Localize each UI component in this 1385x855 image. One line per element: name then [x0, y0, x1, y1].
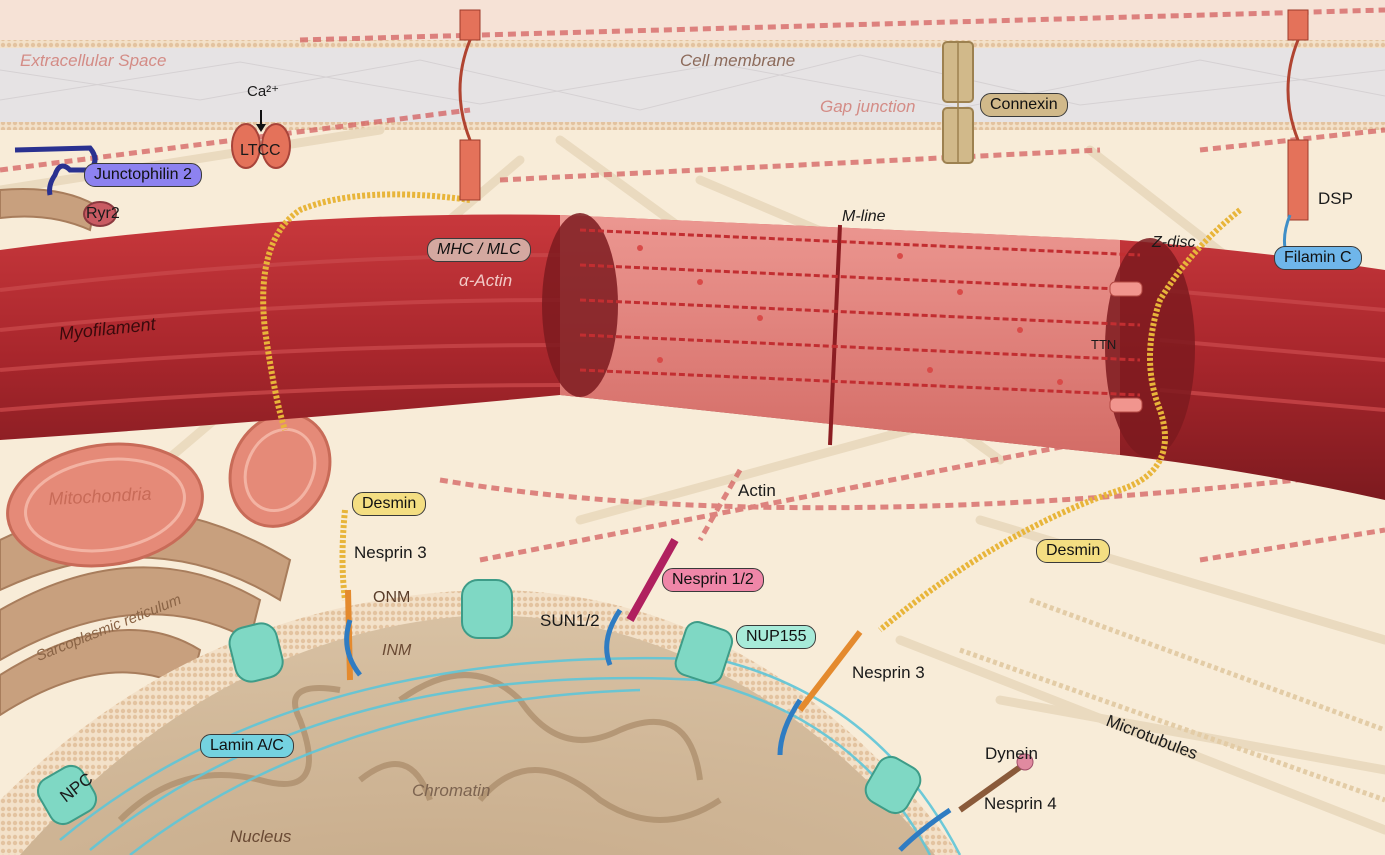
label-nesprin3-2: Nesprin 3 — [852, 664, 925, 681]
label-nesprin12: Nesprin 1/2 — [662, 568, 764, 592]
label-m-line: M-line — [842, 209, 886, 225]
label-nesprin4: Nesprin 4 — [984, 795, 1057, 812]
label-cell-membrane: Cell membrane — [680, 52, 795, 69]
label-junctophilin2: Junctophilin 2 — [84, 163, 202, 187]
label-ltcc: LTCC — [240, 143, 281, 159]
label-z-disc: Z-disc — [1152, 235, 1196, 251]
label-nup155: NUP155 — [736, 625, 816, 649]
label-connexin: Connexin — [980, 93, 1068, 117]
label-dynein: Dynein — [985, 745, 1038, 762]
label-inm: INM — [382, 643, 411, 659]
label-desmin-1: Desmin — [352, 492, 426, 516]
label-sun12: SUN1/2 — [540, 612, 600, 629]
label-ca2: Ca²⁺ — [247, 84, 279, 99]
label-chromatin: Chromatin — [412, 782, 490, 799]
extracellular-region — [0, 0, 1385, 45]
label-mhc-mlc: MHC / MLC — [427, 238, 531, 262]
label-actin: Actin — [738, 482, 776, 499]
label-alpha-actin: α-Actin — [459, 272, 512, 289]
label-extracellular-space: Extracellular Space — [20, 52, 166, 69]
label-gap-junction: Gap junction — [820, 98, 915, 115]
label-lamin-ac: Lamin A/C — [200, 734, 294, 758]
label-dsp: DSP — [1318, 190, 1353, 207]
connexin-shape — [943, 42, 973, 163]
label-filamin-c: Filamin C — [1274, 246, 1362, 270]
label-nucleus: Nucleus — [230, 828, 291, 845]
label-ttn: TTN — [1091, 338, 1116, 351]
label-onm: ONM — [373, 590, 410, 606]
label-desmin-2: Desmin — [1036, 539, 1110, 563]
label-nesprin3-1: Nesprin 3 — [354, 544, 427, 561]
label-ryr2: Ryr2 — [86, 206, 120, 222]
